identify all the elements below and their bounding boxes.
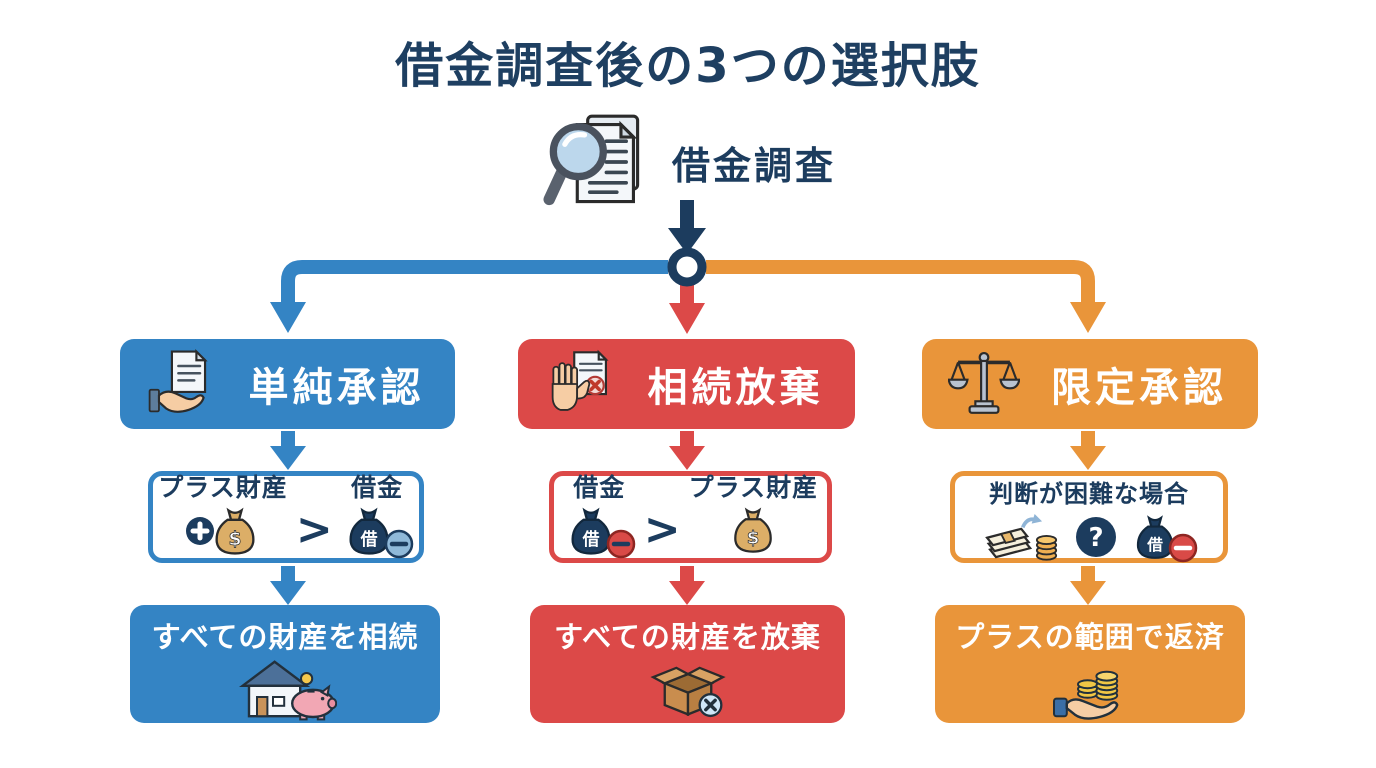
condition-title: 判断が困難な場合 bbox=[989, 479, 1189, 508]
outcome-box-inherit-all: すべての財産を相続 bbox=[130, 605, 440, 723]
money-bag-assets-icon: $ bbox=[215, 507, 255, 555]
debt-investigation-node: 借金調査 bbox=[542, 110, 836, 214]
comparison-operator: > bbox=[643, 504, 681, 555]
minus-badge-icon bbox=[606, 529, 636, 558]
branch-blue-elbow bbox=[281, 260, 668, 304]
condition-right-debt: 借金 借 bbox=[341, 475, 414, 558]
money-bag-debt-icon: 借 bbox=[571, 507, 611, 555]
hand-rejecting-document-icon bbox=[551, 349, 609, 411]
branch-blue-arrowhead bbox=[270, 302, 306, 333]
question-mark: ? bbox=[1088, 523, 1103, 553]
condition-right-assets: プラス財産 $ bbox=[689, 475, 819, 558]
option-header-simple-acceptance: 単純承認 bbox=[120, 339, 455, 429]
condition-left-label: 借金 bbox=[573, 473, 626, 503]
outcome-label: すべての財産を相続 bbox=[151, 620, 419, 654]
branch-red-arrow bbox=[669, 284, 705, 334]
option-header-label: 限定承認 bbox=[1051, 365, 1227, 411]
outcome-box-renounce-all: すべての財産を放棄 bbox=[530, 605, 845, 723]
outcome-box-repay-within-assets: プラスの範囲で返済 bbox=[935, 605, 1245, 723]
condition-left-debt: 借金 借 bbox=[563, 475, 636, 558]
outcome-label: プラスの範囲で返済 bbox=[955, 620, 1225, 654]
money-bag-char: 借 bbox=[581, 529, 599, 549]
branch-orange-elbow bbox=[706, 260, 1095, 304]
cash-and-coins-icon bbox=[984, 513, 1057, 561]
money-bag-char: $ bbox=[747, 527, 760, 548]
condition-right-label: 借金 bbox=[351, 473, 404, 503]
money-bag-char: 借 bbox=[359, 529, 377, 549]
option-header-label: 単純承認 bbox=[248, 365, 425, 411]
condition-left-assets: プラス財産 $ bbox=[158, 475, 288, 558]
plus-badge-icon bbox=[185, 516, 214, 545]
money-bag-char: 借 bbox=[1146, 535, 1163, 554]
condition-right-label: プラス財産 bbox=[688, 473, 819, 503]
house-piggy-bank-icon bbox=[239, 660, 337, 721]
page-title: 借金調査後の3つの選択肢 bbox=[395, 38, 981, 94]
option-header-renunciation: 相続放棄 bbox=[518, 339, 855, 429]
option-header-label: 相続放棄 bbox=[647, 365, 824, 411]
minus-badge-icon bbox=[384, 529, 413, 558]
outcome-label: すべての財産を放棄 bbox=[554, 620, 821, 654]
balance-scale-icon bbox=[948, 351, 1020, 414]
discard-box-icon bbox=[649, 666, 726, 718]
money-bag-debt-icon: 借 bbox=[349, 507, 389, 555]
column-arrows-blue bbox=[270, 431, 306, 605]
condition-box-renunciation: 借金 借 > プラス財産 $ bbox=[549, 471, 832, 563]
money-bag-assets-icon: $ bbox=[734, 507, 773, 553]
hand-receiving-document-icon bbox=[148, 348, 208, 413]
branch-orange-arrowhead bbox=[1070, 302, 1106, 333]
condition-left-label: プラス財産 bbox=[158, 473, 288, 503]
hand-with-coins-icon bbox=[1053, 670, 1119, 720]
condition-box-simple-acceptance: プラス財産 $ > 借金 借 bbox=[148, 471, 424, 563]
arrow-root-down bbox=[668, 200, 706, 254]
money-bag-char: $ bbox=[228, 529, 241, 550]
column-arrows-orange bbox=[1070, 431, 1106, 605]
option-header-limited-acceptance: 限定承認 bbox=[922, 339, 1258, 429]
minus-badge-icon bbox=[1168, 533, 1197, 562]
comparison-operator: > bbox=[295, 504, 333, 555]
question-badge-icon: ? bbox=[1075, 516, 1116, 557]
condition-box-limited-acceptance: 判断が困難な場合 bbox=[950, 471, 1228, 563]
debt-investigation-label: 借金調査 bbox=[672, 143, 837, 188]
branch-node-circle bbox=[667, 247, 707, 287]
column-arrows-red bbox=[669, 431, 705, 605]
money-bag-debt-icon: 借 bbox=[1136, 514, 1173, 559]
magnifier-document-icon bbox=[543, 114, 640, 206]
